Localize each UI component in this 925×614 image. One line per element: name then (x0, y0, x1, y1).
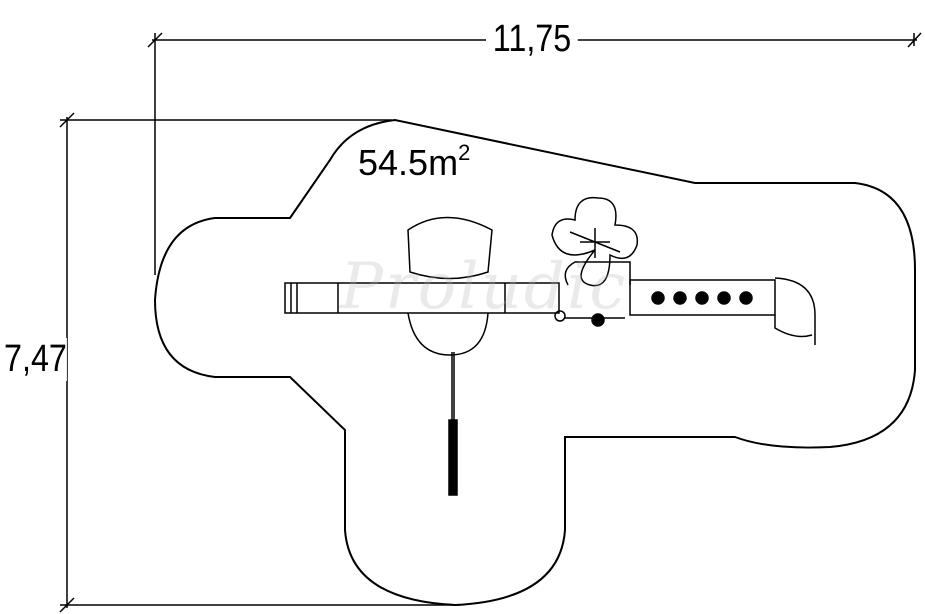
width-dimension-label: 11,75 (486, 18, 579, 61)
area-unit-superscript: 2 (458, 140, 471, 165)
height-dimension-label: 7,47 (4, 338, 67, 381)
width-dimension-line (147, 32, 922, 275)
watermark: Proludic (340, 250, 628, 324)
height-dimension-line (59, 112, 460, 613)
area-value: 54.5m (358, 142, 459, 183)
play-equipment (284, 196, 816, 496)
safety-zone-outline (153, 118, 916, 607)
area-label: 54.5m2 (358, 140, 471, 184)
flower-roof (551, 196, 639, 287)
